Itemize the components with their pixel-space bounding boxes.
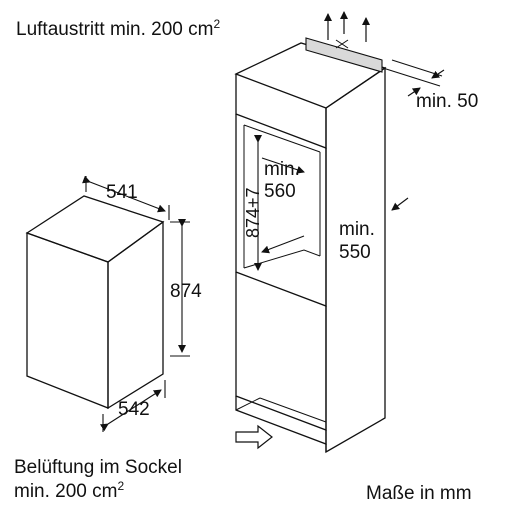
niche-depth-value: 550	[339, 242, 371, 263]
air-outlet-label: Luftaustritt min. 200 cm2	[16, 17, 221, 40]
cabinet-plinth	[235, 396, 327, 445]
appliance-height-value: 874	[170, 281, 202, 302]
air-outlet-arrows	[324, 11, 370, 42]
ventilation-label: Belüftung im Sockel	[14, 457, 182, 478]
appliance-side-face	[107, 220, 164, 410]
cabinet	[234, 42, 387, 454]
appliance-depth-value: 542	[118, 399, 150, 420]
min50-label: min. 50	[416, 91, 479, 112]
cabinet-upper-panel	[235, 74, 327, 149]
appliance-width-dimension	[82, 175, 170, 220]
niche-opening	[235, 114, 327, 307]
niche-width-dimension	[261, 157, 305, 254]
niche-depth-arrow	[391, 197, 409, 211]
vent-x-mark	[335, 39, 349, 49]
plinth-vent-arrow	[235, 424, 273, 450]
niche-height-value: 874+7	[243, 187, 263, 238]
cabinet-top-face	[234, 42, 387, 109]
appliance-front-face	[26, 232, 109, 409]
units-label: Maße in mm	[366, 483, 472, 504]
cabinet-lower-panel	[235, 272, 327, 431]
appliance-depth-dimension	[99, 380, 166, 432]
appliance-top-face	[25, 195, 165, 263]
niche-height-min-label: min.	[264, 159, 300, 180]
niche-depth-min-label: min.	[339, 219, 375, 240]
appliance-box	[25, 195, 165, 410]
appliance-width-value: 541	[106, 182, 138, 203]
min50-dimension	[382, 59, 445, 97]
ventilation-min-label: min. 200 cm2	[14, 479, 125, 502]
appliance-height-dimension	[170, 219, 190, 357]
niche-width-value: 560	[264, 181, 296, 202]
top-vent-grille	[305, 37, 383, 73]
